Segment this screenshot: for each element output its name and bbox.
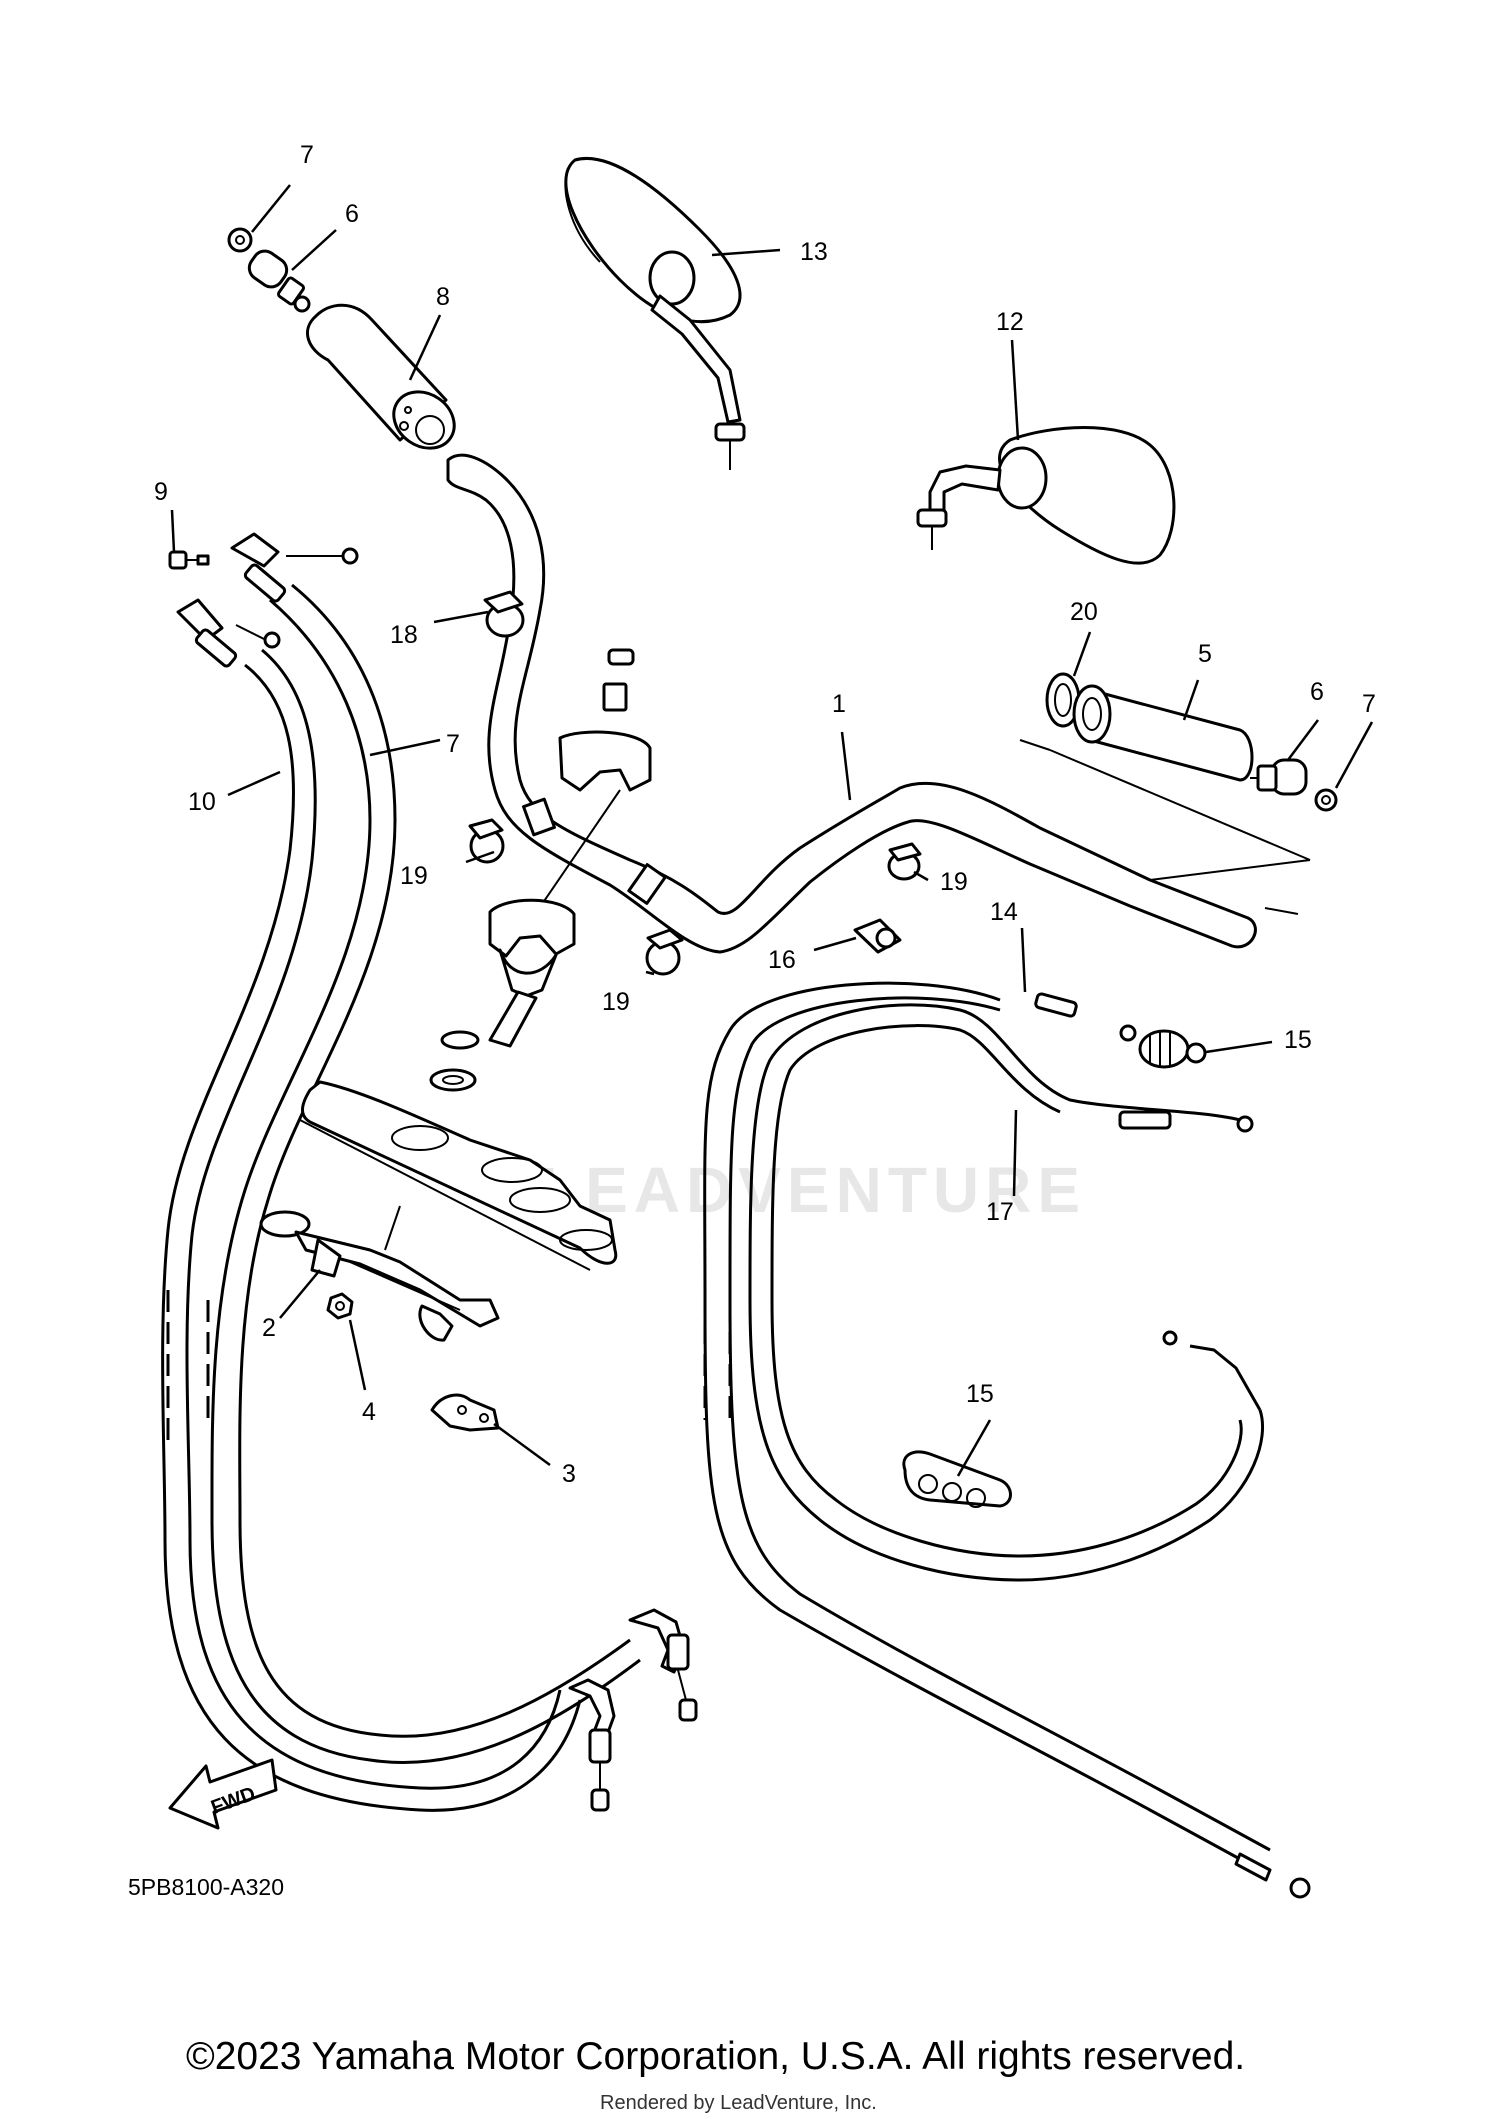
grip-end-weight-6-left: [247, 249, 311, 313]
grip-end-7-left: [227, 227, 253, 253]
clamp-19-b: [468, 818, 505, 864]
clamp-19-c: [645, 928, 684, 976]
callout-15: 13: [800, 238, 828, 266]
nut-4: [326, 1292, 354, 1320]
callout-14: 12: [996, 308, 1024, 336]
diagram-code: 5PB8100-A320: [128, 1874, 285, 1900]
grip-end-7-right: [1314, 788, 1338, 812]
callout-6-left: 6: [345, 200, 359, 228]
callout-12: 14: [990, 898, 1018, 926]
cable-16: [748, 1003, 1265, 1582]
callout-13: 15: [1284, 1026, 1312, 1054]
callout-11: 9: [154, 478, 168, 506]
throttle-grip-8: [306, 303, 456, 450]
callout-19-c: 19: [602, 988, 630, 1016]
grip-5: [1072, 684, 1254, 782]
upper-bracket: [299, 1080, 618, 1271]
throttle-cable-9: [210, 583, 641, 1764]
callout-7-left: 7: [300, 141, 314, 169]
callout-10: 10: [188, 788, 216, 816]
callout-7-right: 7: [1362, 690, 1376, 718]
callout-2: 2: [262, 1314, 276, 1342]
rendered-by-notice: Rendered by LeadVenture, Inc.: [600, 2092, 877, 2114]
callout-3: 3: [562, 1460, 576, 1488]
mirror-15: [564, 157, 746, 470]
grip-end-weight-6-right: [1250, 758, 1308, 796]
cable-holder-3: [430, 1393, 500, 1432]
clamp-19-d: [887, 842, 922, 881]
callouts: 7 6 8 13 12 9 18 7 10 1 20 5 6 7 19 19 1…: [154, 141, 1376, 1488]
callout-18: 16: [768, 946, 796, 974]
clamp-19-a: [483, 590, 525, 638]
handlebar-upper-holder: [537, 648, 652, 911]
fwd-arrow-icon: FWD: [168, 1758, 278, 1830]
clamp-18: [853, 918, 902, 954]
throttle-cable-lower-ends: [568, 1608, 698, 1812]
callout-19-a: 18: [390, 621, 418, 649]
watermark-text: LEADVENTURE: [540, 1154, 1086, 1226]
cable-holder-17: [902, 1450, 1012, 1508]
callout-20: 20: [1070, 598, 1098, 626]
cable-12: [703, 981, 1311, 1899]
handlebar-1: [446, 453, 1311, 954]
callout-9: 7: [446, 730, 460, 758]
callout-5: 5: [1198, 640, 1212, 668]
callout-6-right: 6: [1310, 678, 1324, 706]
bracket-2: [259, 1210, 500, 1342]
callout-4: 4: [362, 1398, 376, 1426]
callout-8: 8: [436, 283, 450, 311]
handlebar-riser: [429, 898, 576, 1092]
cable-upper-ends: [176, 532, 359, 668]
throttle-cable-10: [161, 648, 582, 1812]
mirror-14: [916, 426, 1176, 565]
adjuster-13: [1138, 1029, 1207, 1069]
bolt-11: [168, 550, 210, 570]
callout-1: 1: [832, 690, 846, 718]
callout-17: 15: [966, 1380, 994, 1408]
copyright-notice: ©2023 Yamaha Motor Corporation, U.S.A. A…: [186, 2035, 1246, 2078]
callout-16: 17: [986, 1198, 1014, 1226]
callout-19-b: 19: [400, 862, 428, 890]
leader-lines: [170, 184, 1374, 1477]
callout-19-d: 19: [940, 868, 968, 896]
